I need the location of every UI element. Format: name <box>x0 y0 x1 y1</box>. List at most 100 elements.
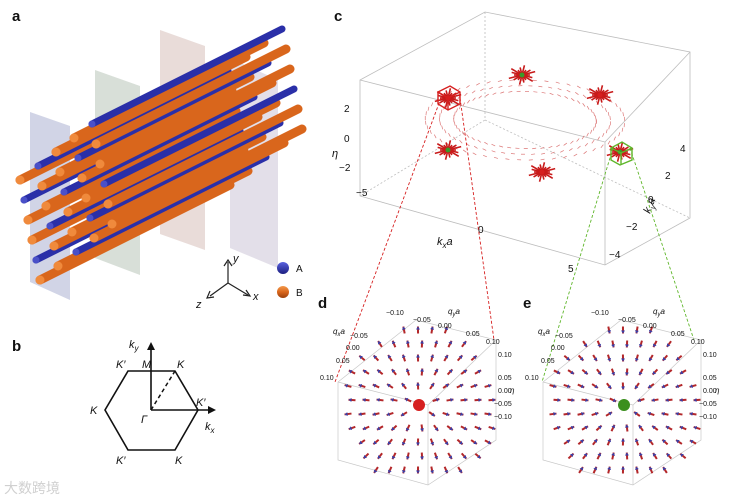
panel-e-eta-tick-4: −0.10 <box>699 414 717 421</box>
field-arrow <box>557 95 561 97</box>
field-arrow <box>593 127 594 131</box>
rod-a-end <box>87 215 94 222</box>
panel-d-qx-label: qxa <box>333 327 345 338</box>
hotspot-core <box>540 170 545 175</box>
field-arrow <box>577 101 580 104</box>
field-arrow <box>577 139 580 142</box>
field-arrow <box>428 107 429 111</box>
panel-d-qx-tick-2: 0.00 <box>346 345 360 352</box>
eta-tick-2: 2 <box>344 104 350 115</box>
rod-b-end <box>38 182 47 191</box>
field-arrow <box>585 143 588 146</box>
field-arrow <box>463 150 466 152</box>
hotspot-core <box>520 73 525 78</box>
field-arrow <box>478 140 481 142</box>
axis-y-label: y <box>232 253 240 265</box>
field-arrow <box>556 82 560 83</box>
field-arrow <box>454 122 455 126</box>
axis-z-label: z <box>195 299 202 311</box>
ky-tick-2: 2 <box>665 171 671 182</box>
field-arrow <box>483 149 487 151</box>
field-arrow <box>492 151 496 152</box>
kx-tick-m5: −5 <box>356 188 368 199</box>
monopole-arrowhead <box>363 398 366 402</box>
panel-e-qy-tick-1: −0.05 <box>618 317 636 324</box>
panel-e-qy-tick-2: 0.00 <box>643 323 657 330</box>
panel-d-qy-tick-4: 0.10 <box>486 339 500 346</box>
field-arrow <box>550 93 554 94</box>
rod-b-end <box>108 220 117 229</box>
field-arrow <box>472 91 475 93</box>
field-arrow <box>556 145 559 147</box>
field-arrow <box>499 86 503 87</box>
panel-e-green-sink <box>618 399 630 411</box>
field-arrow <box>548 87 552 88</box>
axis-x-label: x <box>252 291 259 303</box>
field-arrow <box>474 146 477 148</box>
panel-e-monopole-field: qxa qya η 0.10 0.05 0.00 −0.05 −0.10 −0.… <box>523 300 728 500</box>
monopole-arrowhead <box>416 383 420 386</box>
field-arrow <box>601 145 603 148</box>
panel-d-qx-tick-3: −0.05 <box>350 333 368 340</box>
ky-tick-4: 4 <box>680 144 686 155</box>
field-arrow <box>598 137 600 140</box>
rod-b-end <box>42 202 51 211</box>
rod-a-end <box>73 249 80 256</box>
ky-tick-m4: −4 <box>609 250 621 261</box>
hotspot-core <box>598 93 603 98</box>
monopole-arrowhead <box>557 398 560 402</box>
field-arrow <box>591 109 593 113</box>
rod-b-end <box>50 242 59 251</box>
field-arrow <box>575 92 578 94</box>
field-arrow <box>493 93 497 95</box>
field-arrow <box>509 80 513 81</box>
field-arrow <box>463 103 465 106</box>
panel-e-qy-tick-3: 0.05 <box>671 331 685 338</box>
monopole-arrowhead <box>416 327 420 330</box>
rod-a-end <box>33 257 40 264</box>
field-arrow <box>505 159 509 160</box>
monopole-arrowhead <box>420 341 424 344</box>
monopole-arrowhead <box>377 398 380 402</box>
field-arrow <box>584 151 587 153</box>
field-arrow <box>494 157 498 158</box>
field-arrow <box>466 143 469 146</box>
panel-e-eta-tick-3: −0.05 <box>699 401 717 408</box>
vector-field-hotspots <box>435 65 633 181</box>
field-arrow <box>587 106 589 109</box>
panel-d-red-source <box>413 399 425 411</box>
eta-tick-0: 0 <box>344 134 350 145</box>
field-arrow <box>459 128 461 132</box>
field-arrow <box>431 102 432 106</box>
field-arrow <box>605 108 606 112</box>
monopole-arrowhead <box>345 412 348 416</box>
legend-b-marker <box>277 286 289 298</box>
rod-b-end <box>54 262 63 271</box>
monopole-arrowhead <box>416 442 420 445</box>
field-arrow <box>609 125 610 129</box>
field-arrow <box>590 130 591 134</box>
field-arrow <box>448 133 450 136</box>
field-arrow <box>440 139 442 142</box>
rod-a-end <box>21 197 28 204</box>
field-arrow <box>619 132 620 136</box>
field-arrow <box>532 148 536 149</box>
rod-b-end <box>64 208 73 217</box>
field-arrow <box>430 130 431 134</box>
gamma-label: Γ <box>141 414 148 426</box>
field-arrow <box>455 112 456 116</box>
monopole-arrowhead <box>416 355 420 358</box>
monopole-arrowhead <box>621 386 625 389</box>
rod-b-end <box>90 234 99 243</box>
monopole-arrowhead <box>464 398 467 402</box>
panel-e-eta-tick-1: 0.05 <box>703 375 717 382</box>
field-arrow <box>498 81 502 82</box>
panel-a-rod-lattice: y x z A B <box>0 0 330 330</box>
monopole-arrowhead <box>621 467 625 470</box>
panel-d-eta-tick-3: −0.05 <box>494 401 512 408</box>
rod-a-end <box>61 189 68 196</box>
ky-arrowhead <box>147 342 155 350</box>
field-arrow <box>499 146 503 147</box>
field-arrow <box>565 96 568 98</box>
monopole-arrowhead <box>585 398 588 402</box>
